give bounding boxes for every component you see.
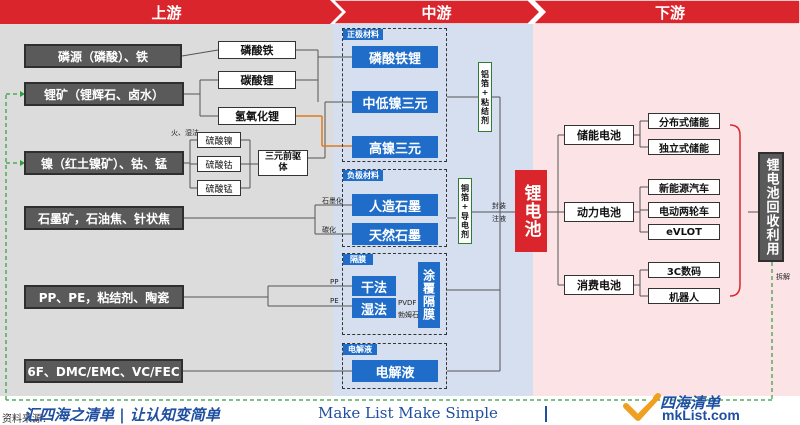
wet-process-box: 湿法 — [352, 298, 396, 318]
standalone-storage: 独立式储能 — [648, 139, 720, 155]
lithium-carbonate: 碳酸锂 — [218, 71, 296, 89]
3c-digital: 3C数码 — [648, 262, 720, 278]
material-graphite: 石墨矿，石油焦、针状焦 — [24, 206, 184, 230]
lithium-battery-box: 锂电池 — [515, 170, 547, 252]
process-label: 火、湿法 — [171, 129, 199, 137]
label-carbonize: 碳化 — [322, 226, 336, 234]
cathode-tag: 正极材料 — [343, 29, 383, 40]
label-dismantle: 拆解 — [776, 273, 790, 281]
artificial-graphite-box: 人造石墨 — [352, 194, 438, 216]
header-midstream: 中游 — [421, 3, 452, 22]
label-packaging: 封装 — [492, 202, 506, 210]
nickel-sulfate: 硫酸镍 — [197, 132, 241, 148]
source-note: 资料来源： — [2, 414, 52, 425]
brand-logo-cn: 四海清单 — [660, 394, 721, 412]
separator-group — [342, 253, 447, 335]
battery-recycling-box: 锂电池回收利用 — [758, 152, 784, 262]
storage-battery: 储能电池 — [564, 125, 634, 145]
separator-tag: 隔膜 — [343, 254, 373, 265]
brand-logo-url: mkList.com — [662, 407, 740, 423]
label-graphitize: 石墨化 — [322, 197, 343, 205]
electrolyte-tag: 电解液 — [343, 344, 377, 355]
brand-slogan-cn: 汇四海之清单 | 让认知变简单 — [24, 406, 220, 424]
material-electrolyte-solvents: 6F、DMC/EMC、VC/FEC — [24, 359, 183, 383]
brand-slogan-en: Make List Make Simple — [318, 404, 498, 422]
new-energy-vehicle: 新能源汽车 — [648, 179, 720, 195]
brand-logo-icon — [623, 393, 661, 421]
mid-low-nickel-ncm-box: 中低镍三元 — [352, 91, 438, 113]
lfp-box: 磷酸铁锂 — [352, 46, 438, 68]
header-downstream: 下游 — [654, 3, 685, 22]
label-pe: PE — [330, 297, 339, 305]
natural-graphite-box: 天然石墨 — [352, 223, 438, 245]
label-pp: PP — [330, 278, 339, 286]
material-nickel-cobalt-manganese: 镍（红土镍矿）、钴、锰 — [24, 151, 184, 175]
coated-separator-box: 涂覆隔膜 — [418, 262, 440, 328]
ternary-precursor: 三元前驱体 — [258, 150, 308, 176]
electrolyte-box: 电解液 — [352, 360, 438, 382]
anode-tag: 负极材料 — [343, 170, 383, 181]
evtol: eVLOT — [648, 224, 720, 240]
consumer-battery: 消费电池 — [564, 275, 634, 295]
header-upstream: 上游 — [151, 3, 182, 22]
copper-foil-conductor: 铜箔+导电剂 — [458, 178, 472, 244]
iron-phosphate: 磷酸铁 — [218, 41, 296, 59]
power-battery: 动力电池 — [564, 202, 634, 222]
header-chevrons — [0, 0, 800, 24]
cobalt-sulfate: 硫酸钴 — [197, 156, 241, 172]
distributed-storage: 分布式储能 — [648, 113, 720, 129]
label-boehmite: 勃姆石 — [398, 311, 419, 319]
anode-group — [342, 169, 447, 247]
high-nickel-ncm-box: 高镍三元 — [352, 136, 438, 158]
aluminum-foil-binder: 铝箔+粘结剂 — [478, 62, 492, 132]
manganese-sulfate: 硫酸锰 — [197, 180, 241, 196]
label-injection: 注液 — [492, 215, 506, 223]
lithium-hydroxide: 氢氧化锂 — [218, 107, 296, 125]
electric-two-wheeler: 电动两轮车 — [648, 202, 720, 218]
robot: 机器人 — [648, 288, 720, 304]
material-phosphorus-iron: 磷源（磷酸）、铁 — [24, 44, 182, 68]
footer-divider — [545, 406, 547, 422]
material-lithium-ore: 锂矿（锂辉石、卤水） — [24, 82, 184, 106]
material-pp-pe: PP、PE，粘结剂、陶瓷 — [24, 285, 184, 309]
label-pvdf: PVDF — [398, 299, 417, 307]
electrolyte-group — [342, 343, 447, 389]
cathode-group — [342, 28, 447, 162]
dry-process-box: 干法 — [352, 276, 396, 296]
